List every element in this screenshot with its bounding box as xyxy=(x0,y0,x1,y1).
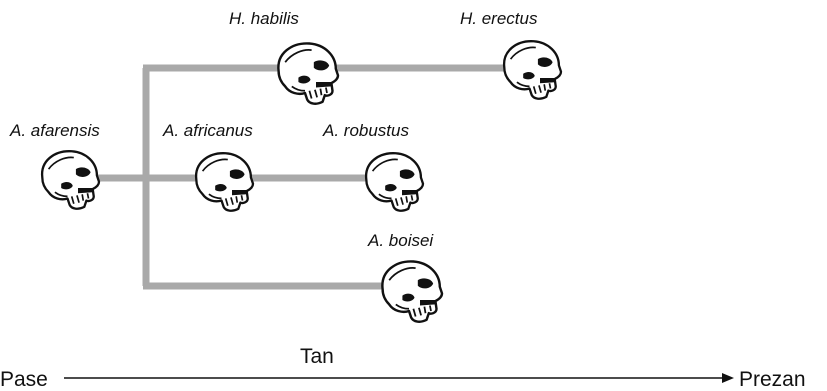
skull-boisei-icon xyxy=(381,260,444,323)
skull-robustus-icon xyxy=(364,152,425,212)
label-africanus: A. africanus xyxy=(162,121,253,140)
label-erectus: H. erectus xyxy=(460,9,538,28)
time-axis-start-label: Pase xyxy=(0,368,48,391)
label-robustus: A. robustus xyxy=(322,121,409,140)
time-axis-end-label: Prezan xyxy=(739,368,806,391)
time-axis-middle-label: Tan xyxy=(300,345,334,368)
time-axis-arrowhead xyxy=(722,373,734,383)
skull-erectus-icon xyxy=(502,40,563,100)
skull-africanus-icon xyxy=(194,152,255,212)
skull-afarensis-icon xyxy=(40,150,101,210)
skull-habilis-icon xyxy=(277,42,340,105)
label-habilis: H. habilis xyxy=(229,9,299,28)
label-boisei: A. boisei xyxy=(367,231,434,250)
time-axis: Pase Tan Prezan xyxy=(0,345,806,391)
label-afarensis: A. afarensis xyxy=(9,121,100,140)
branch-lines xyxy=(92,64,510,290)
